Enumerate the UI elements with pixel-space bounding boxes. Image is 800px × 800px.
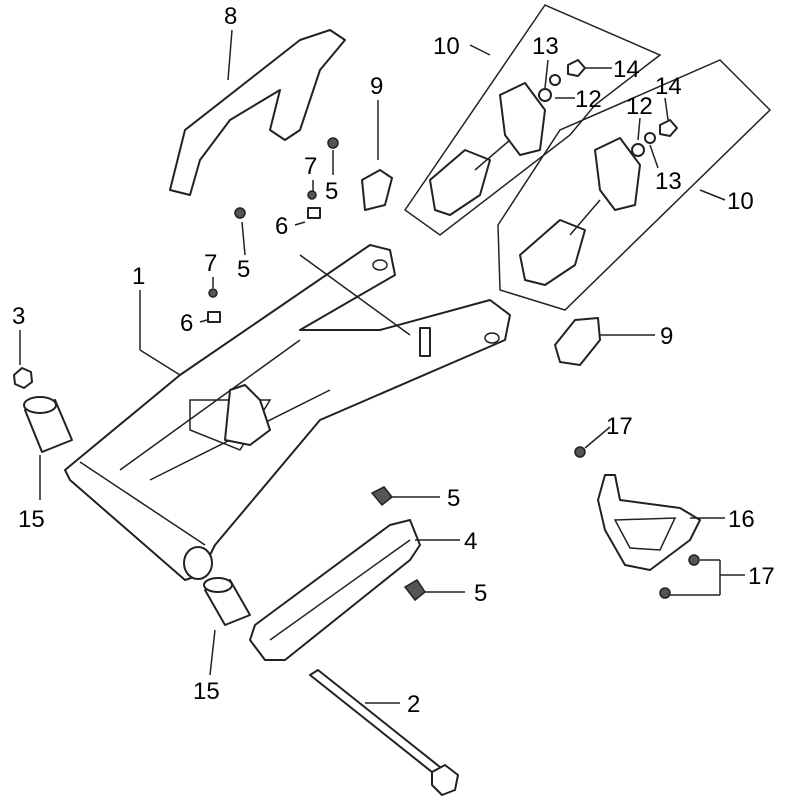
part-plate-lower xyxy=(554,317,601,366)
callout-14: 14 xyxy=(613,56,640,83)
callout-4: 4 xyxy=(464,528,477,555)
callout-5: 5 xyxy=(447,485,460,512)
callout-3: 3 xyxy=(12,303,25,330)
callout-8: 8 xyxy=(224,3,237,30)
part-axle-bolt xyxy=(309,669,451,781)
callout-15: 15 xyxy=(193,678,220,705)
leader-lines xyxy=(19,29,745,704)
part-adjuster-left xyxy=(429,149,491,216)
part-bracket xyxy=(597,474,701,571)
callout-14: 14 xyxy=(655,73,682,100)
callout-6: 6 xyxy=(180,310,193,337)
part-chain-guard-lower xyxy=(249,519,421,661)
small-fasteners xyxy=(207,137,700,602)
callout-13: 13 xyxy=(532,33,559,60)
callout-5: 5 xyxy=(474,580,487,607)
callout-5: 5 xyxy=(237,256,250,283)
callout-9: 9 xyxy=(660,323,673,350)
callout-2: 2 xyxy=(407,691,420,718)
callout-5: 5 xyxy=(325,178,338,205)
callout-15: 15 xyxy=(18,506,45,533)
part-swingarm xyxy=(64,244,511,581)
callout-17: 17 xyxy=(748,563,775,590)
callout-17: 17 xyxy=(606,413,633,440)
callout-13: 13 xyxy=(655,168,682,195)
part-nut xyxy=(13,367,33,389)
callout-1: 1 xyxy=(132,263,145,290)
callout-7: 7 xyxy=(204,250,217,277)
callout-6: 6 xyxy=(275,213,288,240)
callout-12: 12 xyxy=(626,93,653,120)
callout-10: 10 xyxy=(727,188,754,215)
callout-7: 7 xyxy=(304,153,317,180)
callout-12: 12 xyxy=(575,86,602,113)
part-plate-upper xyxy=(361,169,393,211)
callout-10: 10 xyxy=(433,33,460,60)
callout-9: 9 xyxy=(370,73,383,100)
part-chain-guard-upper xyxy=(169,29,346,196)
callout-16: 16 xyxy=(728,506,755,533)
part-adjuster-right xyxy=(519,219,586,286)
